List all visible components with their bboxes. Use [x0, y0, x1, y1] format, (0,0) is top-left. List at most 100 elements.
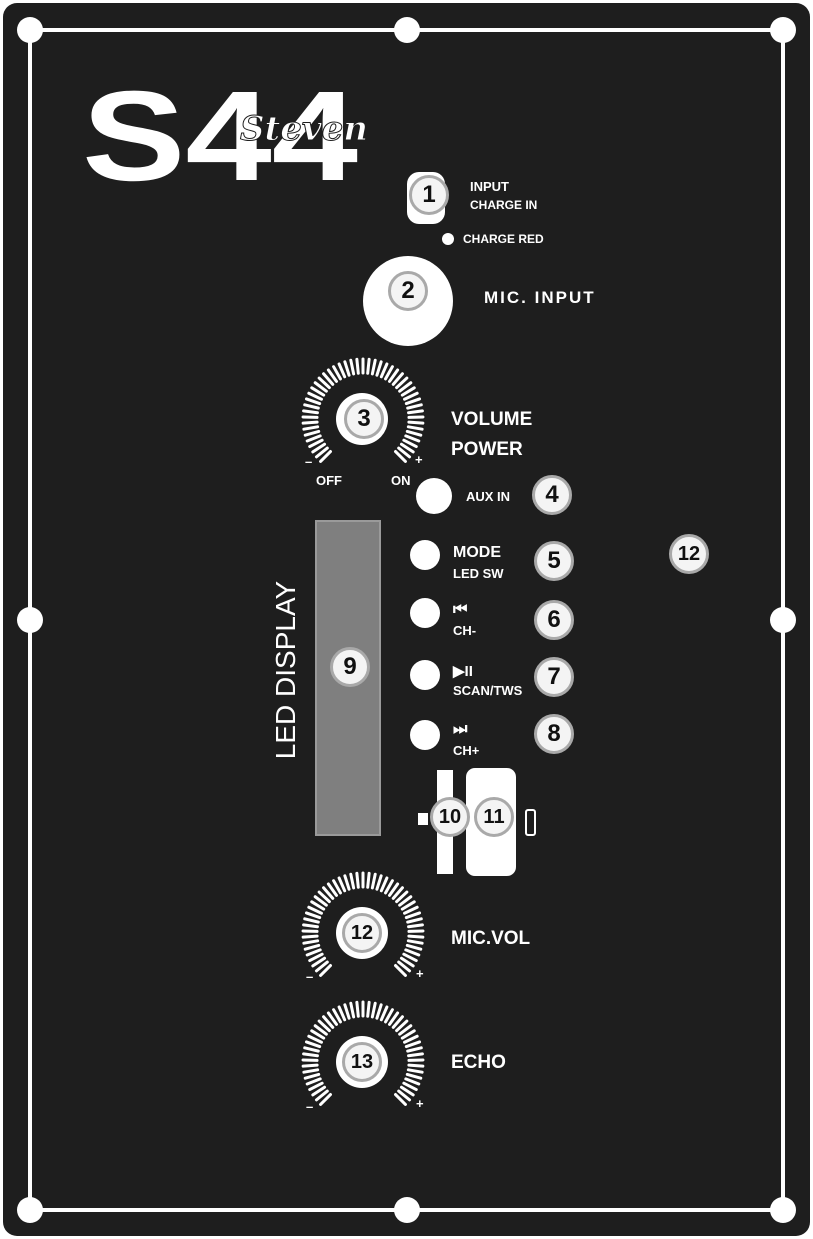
mic-vol-plus-label: + — [416, 966, 424, 981]
dial-tick — [349, 872, 356, 890]
dial-tick — [402, 952, 418, 963]
dial-tick — [407, 934, 425, 939]
volume-label: VOLUME — [451, 409, 533, 430]
dial-tick — [399, 442, 415, 454]
dial-tick — [303, 917, 320, 924]
dial-tick — [308, 1081, 324, 1092]
aux-in-jack[interactable] — [416, 478, 452, 514]
dial-tick — [355, 871, 360, 889]
sd-card-icon — [418, 813, 428, 825]
mic-vol-minus-label: – — [306, 969, 314, 984]
aux-in-label: AUX IN — [466, 489, 511, 504]
dial-tick — [404, 397, 422, 406]
led-sw-label: LED SW — [453, 566, 504, 581]
dial-tick — [366, 1000, 371, 1018]
dial-tick — [394, 450, 407, 463]
dial-tick — [375, 360, 383, 377]
dial-tick — [407, 409, 424, 415]
dial-tick — [308, 438, 324, 449]
dial-tick — [397, 960, 412, 973]
fixing-screw-top-mid — [394, 17, 420, 43]
dial-tick — [302, 409, 319, 415]
dial-tick — [391, 1015, 404, 1029]
dial-tick — [332, 365, 342, 381]
dial-tick — [301, 1063, 319, 1068]
dial-tick — [311, 1085, 327, 1097]
off-label: OFF — [316, 473, 342, 488]
dial-tick — [406, 425, 424, 431]
dial-tick — [395, 890, 409, 904]
mic-input-label: MIC. INPUT — [484, 288, 596, 307]
dial-tick — [370, 1001, 377, 1019]
dial-tick — [301, 420, 319, 425]
dial-tick — [303, 403, 320, 410]
led-display-label: LED DISPLAY — [270, 580, 301, 760]
dial-tick — [370, 872, 377, 890]
dial-tick — [319, 1093, 332, 1106]
echo-label: ECHO — [451, 1052, 506, 1073]
scan-tws-label: SCAN/TWS — [453, 683, 523, 698]
callout-3: 3 — [344, 399, 384, 439]
charge-red-label: CHARGE RED — [463, 232, 544, 246]
dial-tick — [326, 882, 338, 897]
dial-tick — [398, 895, 413, 907]
dial-tick — [301, 934, 319, 939]
prev-button[interactable] — [410, 598, 440, 628]
mic-vol-label: MIC.VOL — [451, 928, 531, 949]
dial-tick — [394, 1093, 407, 1106]
volume-minus-label: – — [305, 454, 313, 469]
dial-tick — [311, 956, 327, 968]
dial-tick — [400, 1029, 416, 1040]
dial-tick — [366, 871, 371, 889]
callout-7: 7 — [534, 657, 574, 697]
dial-tick — [407, 1063, 425, 1068]
dial-tick — [395, 376, 409, 390]
dial-tick — [375, 874, 383, 891]
next-button[interactable] — [410, 720, 440, 750]
dial-tick — [311, 442, 327, 454]
callout-2: 2 — [388, 271, 428, 311]
on-label: ON — [391, 473, 411, 488]
echo-plus-label: + — [416, 1096, 424, 1111]
dial-tick — [310, 900, 326, 911]
dial-tick — [391, 372, 404, 386]
fixing-screw-bottom-mid — [394, 1197, 420, 1223]
fixing-screw-top-left — [17, 17, 43, 43]
dial-tick — [343, 1003, 351, 1020]
play-pause-button[interactable] — [410, 660, 440, 690]
callout-8: 8 — [534, 714, 574, 754]
dial-tick — [402, 1081, 418, 1092]
dial-tick — [404, 911, 422, 920]
dial-tick — [302, 1068, 320, 1074]
mode-label: MODE — [453, 544, 501, 561]
dial-tick — [406, 1068, 424, 1074]
dial-tick — [302, 923, 319, 929]
dial-tick — [398, 1024, 413, 1036]
dial-tick — [400, 386, 416, 397]
fixing-screw-top-right — [770, 17, 796, 43]
dial-tick — [388, 1011, 400, 1026]
logo-script: Steven — [240, 109, 368, 149]
mode-button[interactable] — [410, 540, 440, 570]
usb-stick-icon — [525, 809, 536, 836]
dial-tick — [322, 372, 335, 386]
dial-tick — [404, 948, 421, 957]
dial-tick — [405, 1072, 423, 1080]
dial-tick — [307, 391, 323, 401]
dial-tick — [403, 905, 419, 915]
dial-tick — [403, 391, 419, 401]
charge-indicator-led — [442, 233, 454, 245]
dial-tick — [337, 876, 347, 893]
dial-tick — [405, 429, 423, 437]
dial-tick — [314, 446, 329, 459]
dial-tick — [406, 939, 424, 945]
dial-tick — [303, 429, 321, 437]
prev-icon: ⏮ — [453, 601, 468, 618]
echo-minus-label: – — [306, 1099, 314, 1114]
dial-tick — [366, 357, 371, 375]
callout-13: 13 — [342, 1042, 382, 1082]
callout-4: 4 — [532, 475, 572, 515]
dial-tick — [349, 1001, 356, 1019]
fixing-screw-bottom-right — [770, 1197, 796, 1223]
